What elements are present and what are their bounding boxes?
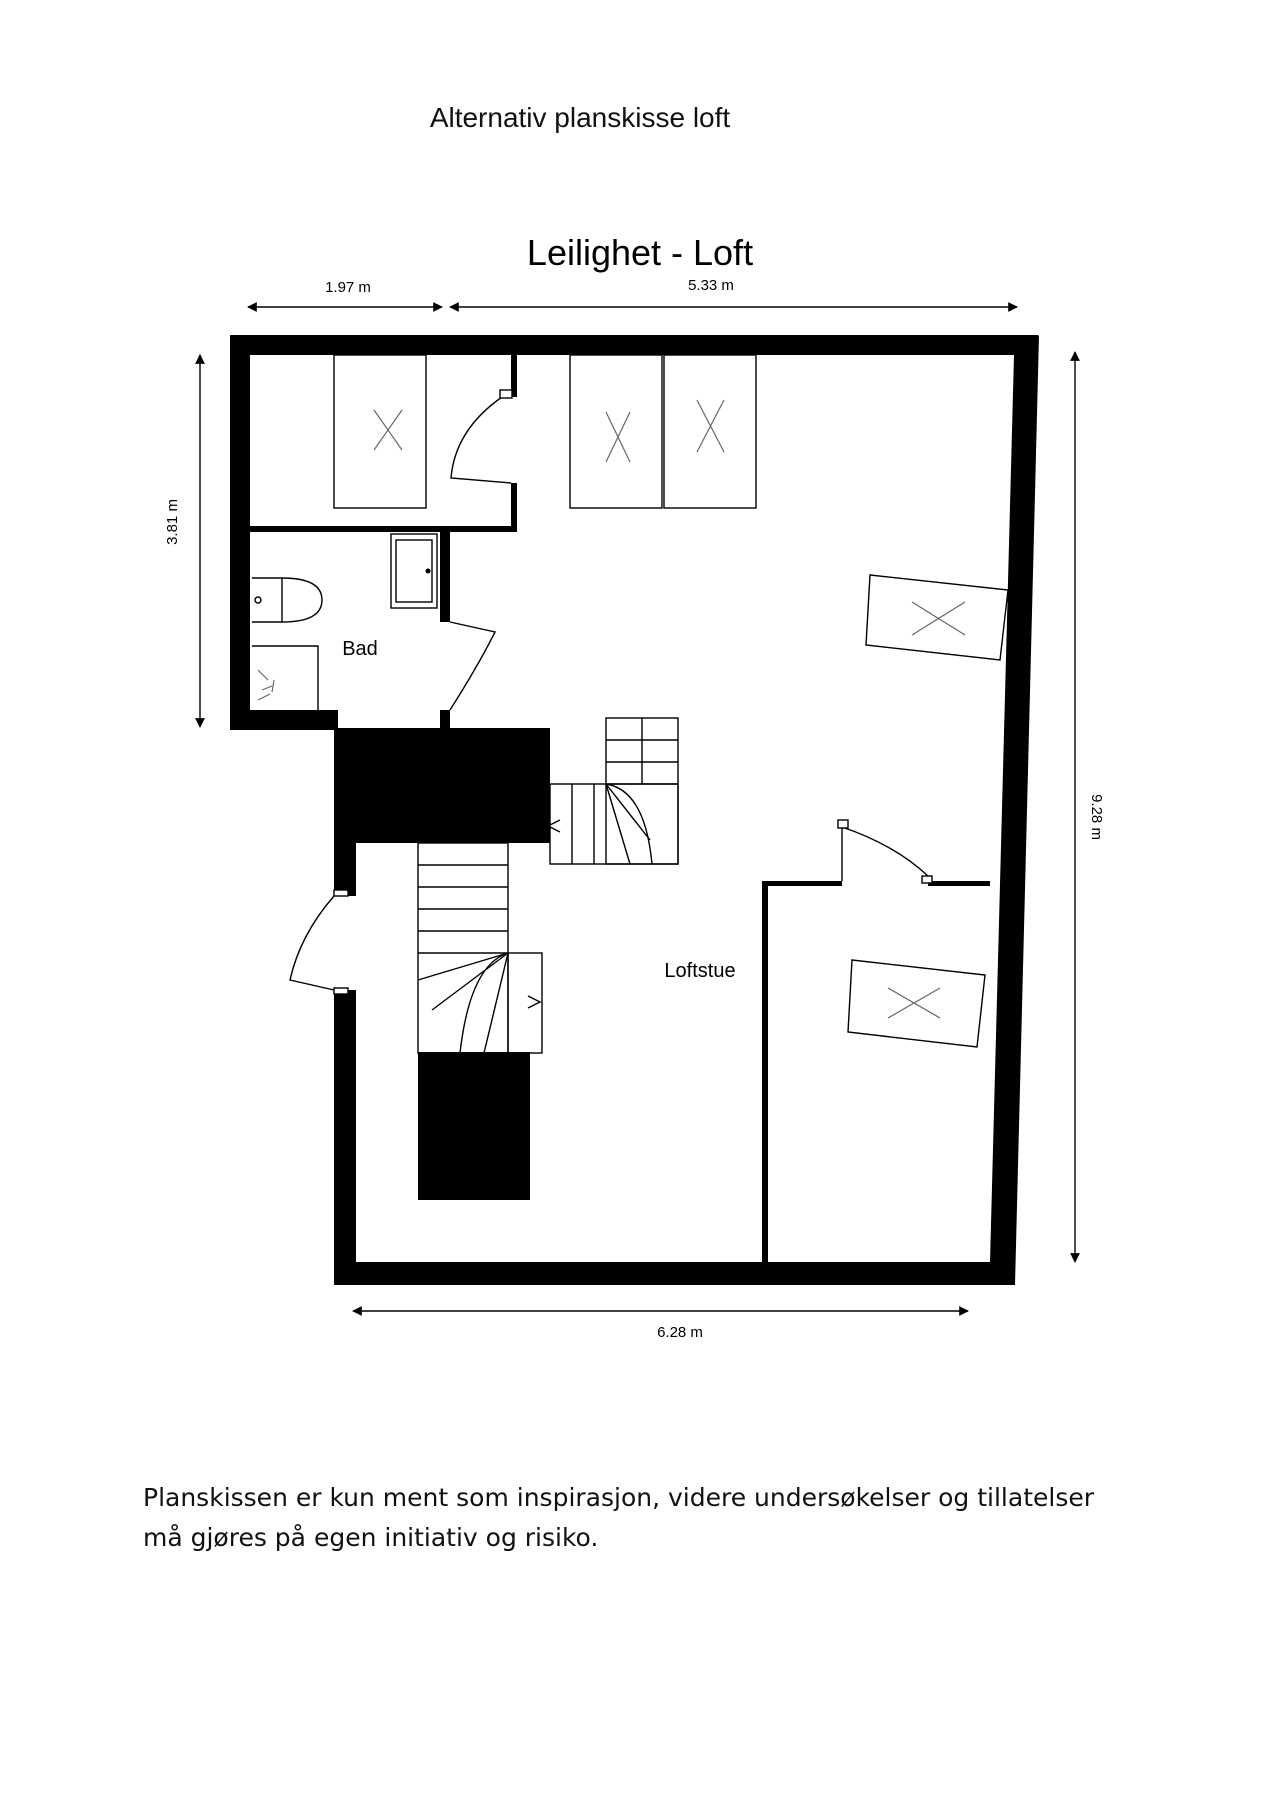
dimension-label-bottom: 6.28 m bbox=[657, 1324, 703, 1341]
interior-walls bbox=[250, 355, 990, 1285]
skylight-2 bbox=[569, 354, 663, 509]
dimension-bottom: 6.28 m bbox=[352, 1306, 969, 1341]
dimension-right: 9.28 m bbox=[1070, 351, 1105, 1263]
disclaimer-line-1: Planskissen er kun ment som inspirasjon,… bbox=[143, 1483, 1095, 1512]
room-label-living: Loftstue bbox=[664, 960, 735, 982]
disclaimer-line-2: må gjøres på egen initiativ og risiko. bbox=[143, 1523, 599, 1552]
dimension-label-right: 9.28 m bbox=[1088, 794, 1105, 840]
shower bbox=[252, 645, 319, 728]
dimension-label-top-left: 1.97 m bbox=[325, 279, 371, 296]
dimension-top-left: 1.97 m bbox=[247, 279, 443, 312]
dimension-left: 3.81 m bbox=[164, 354, 205, 728]
dimension-top-right: 5.33 m bbox=[449, 277, 1018, 312]
sink bbox=[390, 533, 438, 609]
skylight-4 bbox=[865, 574, 1009, 661]
skylight-5 bbox=[847, 959, 986, 1048]
toilet bbox=[252, 577, 323, 623]
bedroom-door bbox=[837, 819, 933, 884]
stair-lower bbox=[417, 842, 543, 1054]
room-label-bathroom: Bad bbox=[342, 638, 378, 660]
skylight-1 bbox=[333, 354, 427, 509]
dimension-label-left: 3.81 m bbox=[164, 499, 181, 545]
stair-upper bbox=[546, 717, 679, 865]
bathroom-door bbox=[449, 621, 497, 711]
entrance-door bbox=[289, 889, 349, 995]
disclaimer: Planskissen er kun ment som inspirasjon,… bbox=[143, 1478, 1163, 1558]
page-heading: Alternativ planskisse loft bbox=[429, 102, 731, 133]
plan-title: Leilighet - Loft bbox=[527, 232, 753, 273]
skylight-3 bbox=[663, 354, 757, 509]
storage-door bbox=[450, 389, 513, 484]
dimension-label-top-right: 5.33 m bbox=[688, 277, 734, 294]
